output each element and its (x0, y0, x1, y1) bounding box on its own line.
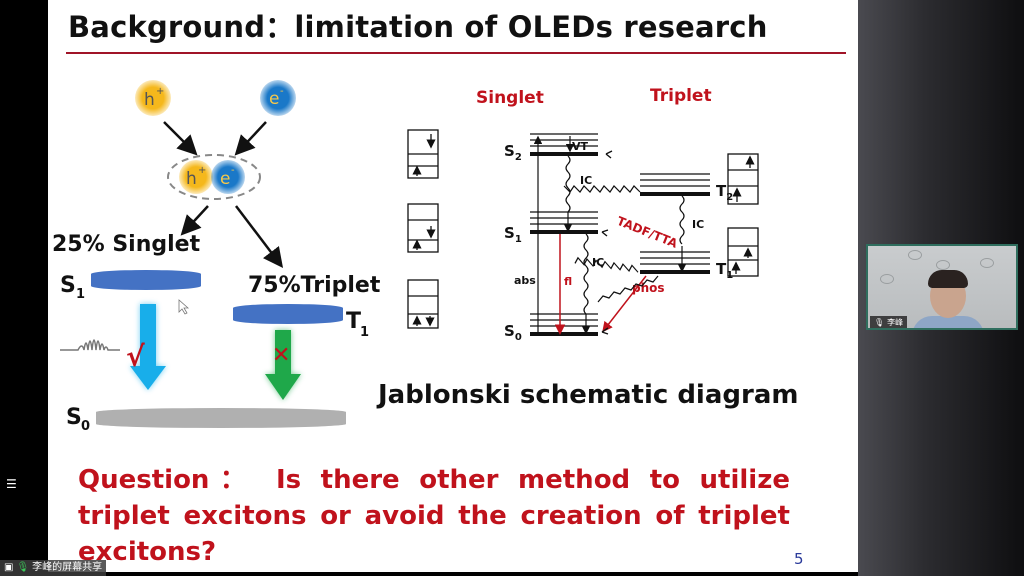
s0-ground-bar (96, 408, 346, 428)
t2-label: T2 (716, 182, 733, 203)
participant-name-tag: 🎙 李峰 (870, 316, 908, 328)
screen-share-icon: ▣ (4, 562, 14, 573)
triplet-emission-arrow (265, 330, 301, 400)
isc-t1-s0-arrow (597, 275, 659, 303)
microphone-icon[interactable]: 🎙 (874, 318, 885, 327)
svg-text:S: S (60, 273, 76, 298)
cross-mark-icon: ✕ (272, 343, 290, 368)
hole-charge: + (156, 86, 164, 97)
abs-label: abs (514, 274, 536, 287)
fl-label: fl (564, 275, 572, 288)
pair-hole-label: h (186, 169, 197, 189)
participant-video-tile[interactable]: 🎙 李峰 (866, 244, 1018, 330)
list-icon[interactable]: ☰ (6, 477, 17, 491)
ceiling-light (980, 258, 994, 268)
photon-wave-icon (60, 339, 120, 351)
t2-level (640, 173, 710, 196)
question-text: Question： Is there other method to utili… (78, 465, 790, 567)
electron-particle (260, 80, 296, 116)
microphone-icon: 🎙 (16, 562, 30, 573)
vr-label: VT (572, 140, 589, 153)
phos-label: phos (632, 281, 665, 295)
page-number: 5 (794, 550, 804, 568)
s0-level (530, 313, 598, 336)
svg-text:T: T (346, 309, 361, 334)
hole-particle (135, 80, 171, 116)
s1-level (530, 211, 598, 234)
svg-text:-: - (231, 165, 235, 176)
tadf-arrow (574, 256, 639, 273)
svg-text:0: 0 (81, 419, 90, 434)
pair-electron-label: e (220, 169, 230, 189)
svg-text:1: 1 (76, 287, 85, 302)
electron-label: e (269, 89, 279, 109)
ceiling-light (908, 250, 922, 260)
ic-t2-t1-arrow (679, 195, 685, 245)
participant-hair (928, 270, 968, 288)
hole-label: h (144, 90, 155, 110)
t1-label: T1 (716, 260, 733, 281)
t1-level-bar (233, 304, 343, 324)
participant-shirt (912, 316, 984, 328)
ic-s2-s1-arrow (565, 155, 571, 213)
ic-label-3: IC (692, 218, 704, 231)
ceiling-light (880, 274, 894, 284)
spin-box-s0 (407, 279, 439, 329)
s1-level-bar (91, 270, 201, 290)
svg-text:1: 1 (360, 325, 369, 340)
s2-label: S2 (504, 142, 522, 163)
svg-text:+: + (198, 165, 206, 176)
jablonski-diagram: Singlet Triplet S (407, 86, 759, 343)
triplet-percentage: 75%Triplet (248, 273, 381, 298)
presentation-slide: Background：limitation of OLEDs research … (48, 0, 858, 572)
electron-charge: - (280, 86, 284, 97)
s0-label: S0 (504, 322, 522, 343)
s2-level (530, 133, 598, 156)
singlet-percentage: 25% Singlet (52, 232, 201, 257)
exciton-formation-diagram: h + e - h + e - 25% Singlet 75%Triplet S… (52, 80, 381, 434)
spin-box-s1 (407, 203, 439, 253)
spin-box-t1 (727, 227, 759, 277)
singlet-emission-arrow (130, 304, 166, 390)
left-black-bar (0, 0, 48, 576)
isc-t2-s2-arrow (563, 185, 641, 193)
t1-level (640, 251, 710, 274)
title-underline (66, 52, 846, 54)
screen-share-indicator[interactable]: ▣ 🎙 李峰的屏幕共享 (0, 560, 107, 576)
ceiling-light (936, 260, 950, 270)
participant-name: 李峰 (887, 318, 904, 327)
screen-share-label: 李峰的屏幕共享 (32, 562, 103, 573)
ic-s1-s0-arrow (583, 233, 589, 315)
triplet-header: Triplet (650, 86, 712, 106)
spin-box-s2 (407, 129, 439, 179)
singlet-header: Singlet (476, 88, 544, 108)
jablonski-caption: Jablonski schematic diagram (378, 380, 799, 410)
tadf-label: TADF/TTA (615, 214, 680, 251)
svg-text:S: S (66, 405, 82, 430)
mouse-cursor-icon (178, 299, 190, 315)
check-mark-icon: √ (126, 340, 145, 373)
slide-title: Background：limitation of OLEDs research (68, 10, 768, 44)
s1-label: S1 (504, 224, 522, 245)
spin-box-t2 (727, 153, 759, 205)
ic-label-1: IC (580, 174, 592, 187)
